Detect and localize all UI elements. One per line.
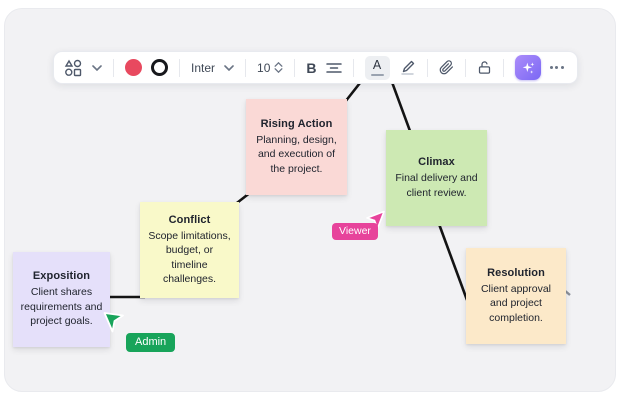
- note-title: Resolution: [487, 266, 545, 279]
- note-title: Rising Action: [260, 117, 333, 130]
- font-size-field[interactable]: 10: [257, 61, 283, 75]
- note-body: Client approval and project completion.: [480, 282, 552, 324]
- ai-sparkles-icon: [522, 61, 534, 74]
- lock-icon: [478, 61, 490, 74]
- note-body: Client shares requirements and project g…: [20, 286, 103, 328]
- font-family-select[interactable]: Inter: [191, 61, 215, 75]
- text-color-label: A: [372, 58, 382, 73]
- lock-button[interactable]: [477, 60, 492, 75]
- shape-picker-chevron[interactable]: [92, 64, 102, 71]
- align-center-icon: [325, 62, 342, 73]
- font-size-stepper-icon[interactable]: [274, 62, 283, 73]
- toolbar-divider: [113, 58, 114, 77]
- shapes-picker-icon: [64, 59, 82, 76]
- paperclip-icon: [439, 60, 453, 75]
- note-title: Climax: [418, 156, 455, 169]
- viewer-cursor-label: Viewer: [332, 223, 378, 240]
- viewer-label-text: Viewer: [339, 225, 371, 237]
- note-body: Final delivery and client review.: [395, 172, 478, 199]
- sticky-note-exposition[interactable]: Exposition Client shares requirements an…: [13, 252, 110, 347]
- more-options-button[interactable]: [549, 66, 564, 69]
- sticky-note-climax[interactable]: Climax Final delivery and client review.: [386, 130, 487, 226]
- sticky-note-conflict[interactable]: Conflict Scope limitations, budget, or t…: [140, 202, 239, 298]
- font-family-chevron[interactable]: [224, 64, 234, 71]
- toolbar-divider: [352, 58, 354, 77]
- formatting-toolbar: Inter 10 B: [53, 51, 578, 84]
- note-title: Exposition: [32, 270, 91, 283]
- font-size-value: 10: [257, 60, 271, 75]
- toolbar-divider: [245, 58, 247, 77]
- chevron-down-icon: [92, 64, 102, 71]
- bold-label: B: [306, 59, 317, 76]
- toolbar-divider: [502, 58, 504, 77]
- link-button[interactable]: [439, 60, 454, 75]
- ai-assistant-button[interactable]: [514, 55, 541, 80]
- note-title: Conflict: [168, 213, 211, 226]
- toolbar-divider: [464, 58, 466, 77]
- canvas[interactable]: Exposition Client shares requirements an…: [4, 8, 616, 392]
- text-color-button[interactable]: A: [364, 55, 390, 80]
- shape-picker-button[interactable]: [64, 59, 83, 77]
- align-center-button[interactable]: [325, 62, 342, 74]
- sticky-note-rising-action[interactable]: Rising Action Planning, design, and exec…: [246, 99, 347, 195]
- toolbar-divider: [426, 58, 428, 77]
- fill-color-swatch[interactable]: [125, 59, 142, 76]
- toolbar-divider: [179, 58, 180, 77]
- note-body: Planning, design, and execution of the p…: [256, 133, 337, 175]
- more-options-icon: [549, 66, 553, 69]
- bold-button[interactable]: B: [306, 60, 316, 76]
- font-family-value: Inter: [191, 60, 216, 75]
- note-body: Scope limitations, budget, or timeline c…: [148, 229, 231, 285]
- chevron-down-icon: [224, 64, 234, 71]
- text-color-bar: [370, 73, 384, 76]
- sticky-note-resolution[interactable]: Resolution Client approval and project c…: [466, 248, 566, 344]
- highlighter-icon: [400, 60, 414, 75]
- toolbar-divider: [294, 58, 296, 77]
- stroke-color-swatch[interactable]: [151, 59, 168, 76]
- admin-cursor-label: Admin: [126, 333, 176, 352]
- admin-label-text: Admin: [135, 336, 167, 348]
- highlighter-button[interactable]: [399, 59, 416, 76]
